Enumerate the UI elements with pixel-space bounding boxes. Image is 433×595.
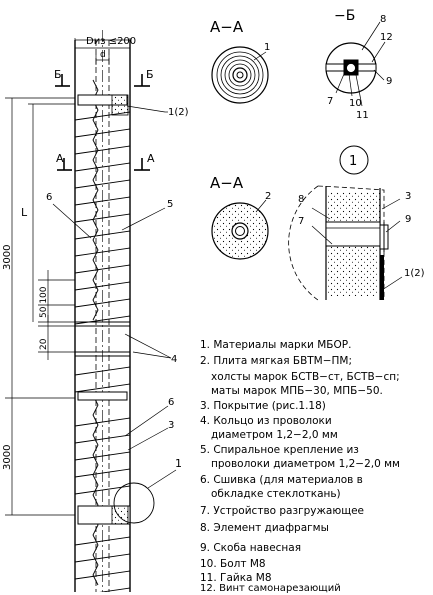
note-8: 8. Элемент диафрагмы: [200, 522, 329, 534]
dim-L: L: [21, 206, 28, 219]
b-callout-7: 7: [327, 96, 333, 107]
detail-1-label: 1: [349, 154, 357, 169]
note-11: 11. Гайка М8: [200, 572, 272, 584]
spiral-wire: [74, 417, 131, 427]
section-aa-top: [211, 46, 269, 104]
callout-5: 5: [167, 199, 173, 210]
note-4: 4. Кольцо из проволоки: [200, 415, 332, 427]
note-6-line-2: обкладке стеклоткань): [211, 488, 341, 500]
dim-3000-bottom: 3000: [2, 445, 13, 470]
spiral-wire: [74, 553, 131, 563]
detail-1-label-circle: [339, 145, 369, 175]
detail-1-circle: [113, 482, 155, 524]
b-callout-11: 11: [356, 110, 369, 121]
spiral-wire: [74, 162, 131, 172]
main-leaders: [52, 105, 172, 451]
pipe-elevation: [74, 30, 131, 592]
note-12: 12. Винт самонарезающий: [200, 583, 341, 594]
spiral-wire: [74, 485, 131, 495]
spiral-wire: [74, 196, 131, 206]
section-aa-top-title: А−А: [210, 18, 244, 36]
callout-1-2: 1(2): [168, 107, 189, 118]
b-callout-9: 9: [386, 76, 392, 87]
spiral-wire: [74, 468, 131, 478]
cut-a-markers: [57, 158, 150, 171]
spiral-wire: [74, 536, 131, 546]
spiral-wire: [74, 298, 131, 308]
callout-3: 3: [168, 420, 174, 431]
pipe-d-label: d: [100, 50, 106, 60]
dim-3000-top: 3000: [2, 245, 13, 270]
callout-4: 4: [171, 354, 177, 365]
spiral-wire: [74, 434, 131, 444]
spiral-wire: [74, 383, 131, 393]
aa-bottom-callout-2: 2: [265, 191, 271, 202]
spiral-wire: [74, 281, 131, 291]
note-9: 9. Скоба навесная: [200, 542, 302, 554]
dim-50-100: 50 100: [39, 286, 49, 318]
cut-b-markers: [55, 74, 150, 87]
note-4-line-2: диаметром 1,2−2,0 мм: [211, 429, 338, 441]
det-callout-1-2: 1(2): [404, 268, 425, 279]
cut-a-left: А: [56, 152, 64, 165]
cut-a-right: А: [147, 152, 155, 165]
det-callout-9: 9: [405, 214, 411, 225]
callout-1: 1: [175, 457, 182, 470]
spiral-wire: [74, 247, 131, 257]
note-10: 10. Болт М8: [200, 558, 266, 570]
b-callout-12: 12: [380, 32, 393, 43]
det-callout-3: 3: [405, 191, 411, 202]
det-callout-7: 7: [298, 216, 304, 227]
note-5: 5. Спиральное крепление из: [200, 444, 359, 456]
note-5-line-2: проволоки диаметром 1,2−2,0 мм: [211, 458, 400, 470]
view-b: [325, 21, 386, 107]
detail-1-drawing: [288, 185, 403, 301]
diameter-dimension: [74, 38, 131, 65]
aa-top-callout-1: 1: [264, 42, 270, 53]
cut-b-left: Б: [54, 68, 62, 81]
spiral-wire: [74, 264, 131, 274]
section-aa-bottom: [211, 199, 269, 260]
spiral-wire: [74, 451, 131, 461]
b-callout-8: 8: [380, 14, 386, 25]
note-3: 3. Покрытие (рис.1.18): [200, 400, 326, 412]
note-1: 1. Материалы марки МБОР.: [200, 339, 352, 351]
note-2-line-2: холсты марок БСТВ−ст, БСТВ−сп;: [211, 371, 400, 383]
spiral-wire: [99, 587, 131, 592]
spiral-wire: [74, 570, 131, 580]
view-b-title: −Б: [334, 8, 355, 24]
note-7: 7. Устройство разгружающее: [200, 505, 365, 517]
section-aa-bottom-title: А−А: [210, 174, 244, 192]
spiral-wire: [74, 179, 131, 189]
callout-6-top: 6: [46, 192, 52, 203]
note-6: 6. Сшивка (для материалов в: [200, 474, 363, 486]
vertical-dimensions: [5, 97, 75, 516]
diameter-label: Dиз ≤200: [86, 36, 136, 47]
cut-b-right: Б: [146, 68, 154, 81]
callout-6-bottom: 6: [168, 397, 174, 408]
note-2: 2. Плита мягкая БВТМ−ПМ;: [200, 355, 353, 367]
note-2-line-3: маты марок МПБ−30, МПБ−50.: [211, 385, 383, 397]
spiral-wire: [74, 315, 131, 325]
spiral-wire: [74, 213, 131, 223]
spiral-wire: [74, 230, 131, 240]
b-callout-10: 10: [349, 98, 362, 109]
spiral-wire: [74, 128, 131, 138]
det-callout-8: 8: [298, 194, 304, 205]
spiral-wire: [74, 145, 131, 155]
dim-20: 20: [39, 338, 49, 350]
spiral-wire: [74, 366, 131, 376]
